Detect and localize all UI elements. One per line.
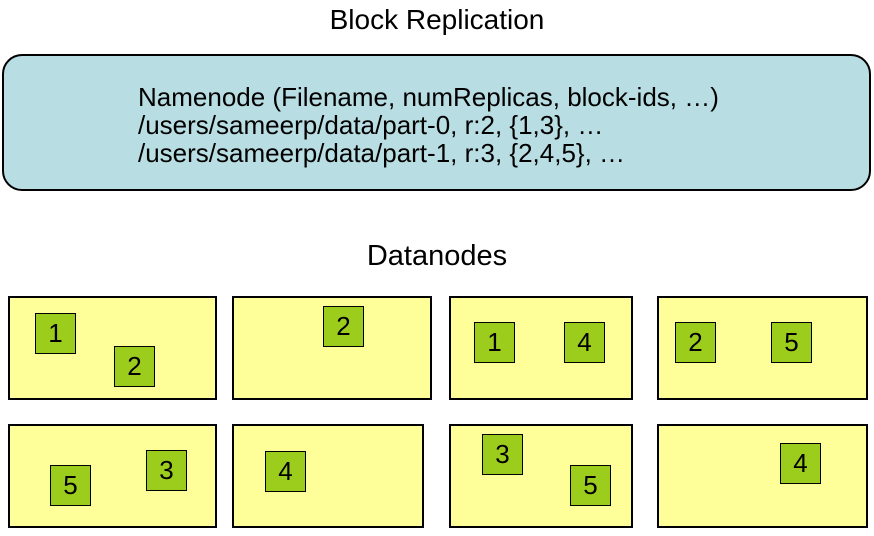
block-3: 3: [482, 434, 523, 475]
block-5: 5: [50, 465, 91, 506]
namenode-text: Namenode (Filename, numReplicas, block-i…: [138, 83, 719, 167]
block-2: 2: [323, 306, 364, 347]
datanode-box: 4: [232, 424, 424, 528]
namenode-file-entry: /users/sameerp/data/part-0, r:2, {1,3}, …: [138, 110, 604, 140]
namenode-box: Namenode (Filename, numReplicas, block-i…: [2, 54, 871, 191]
datanode-box: 2: [232, 296, 432, 400]
page-title: Block Replication: [329, 4, 545, 35]
block-5: 5: [570, 465, 611, 506]
datanode-box: 4: [657, 424, 868, 528]
block-4: 4: [265, 451, 306, 492]
namenode-file-entry: /users/sameerp/data/part-1, r:3, {2,4,5}…: [138, 138, 626, 168]
block-3: 3: [146, 450, 187, 491]
block-2: 2: [675, 322, 716, 363]
block-4: 4: [564, 322, 605, 363]
block-4: 4: [780, 443, 821, 484]
block-1: 1: [35, 313, 76, 354]
block-2: 2: [114, 346, 155, 387]
datanodes-label: Datanodes: [366, 240, 508, 272]
block-1: 1: [474, 322, 515, 363]
namenode-heading: Namenode (Filename, numReplicas, block-i…: [138, 82, 719, 112]
block-5: 5: [771, 322, 812, 363]
